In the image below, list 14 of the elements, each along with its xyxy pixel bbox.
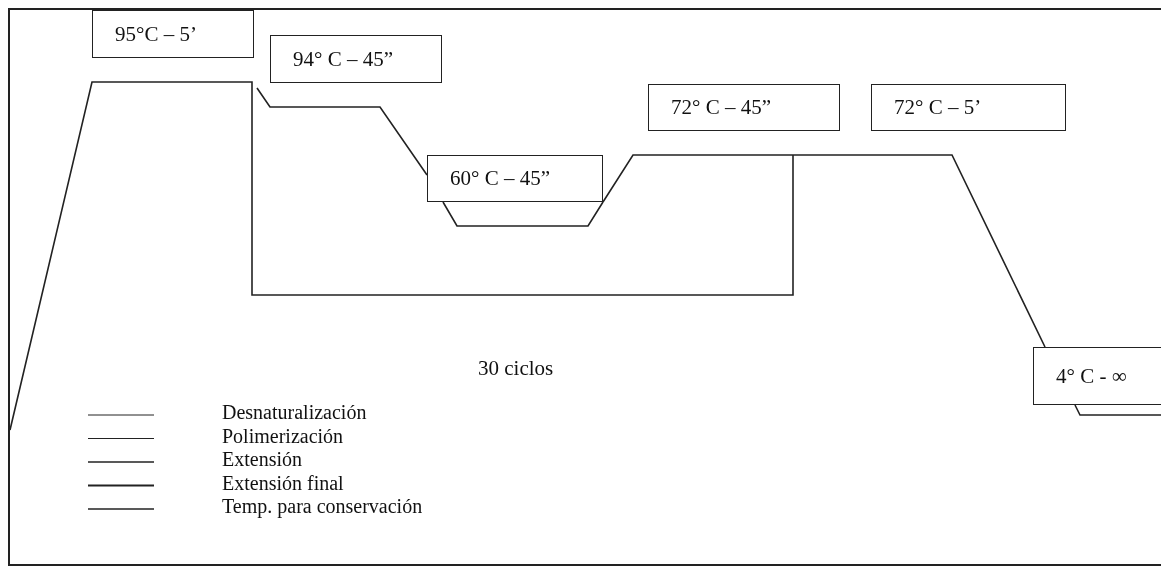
legend-label: Polimerización <box>222 424 344 448</box>
legend-label: Temp. para conservación <box>222 495 423 518</box>
temperature-box: 72° C – 5’ <box>871 84 1066 131</box>
legend-label: Desnaturalización <box>222 401 367 424</box>
temperature-box: 94° C – 45” <box>270 35 442 83</box>
legend-label: Extensión final <box>222 471 344 495</box>
temperature-box: 60° C – 45” <box>427 155 603 202</box>
temperature-box: 72° C – 45” <box>648 84 840 131</box>
cycle-count-label: 30 ciclos <box>478 356 554 381</box>
legend-label: Extensión <box>222 448 302 471</box>
temperature-profile-segment <box>256 87 428 176</box>
temperature-box: 4° C - ∞ <box>1033 347 1161 405</box>
temperature-profile-segment <box>602 154 1046 348</box>
temperature-box: 95°C – 5’ <box>92 10 254 58</box>
